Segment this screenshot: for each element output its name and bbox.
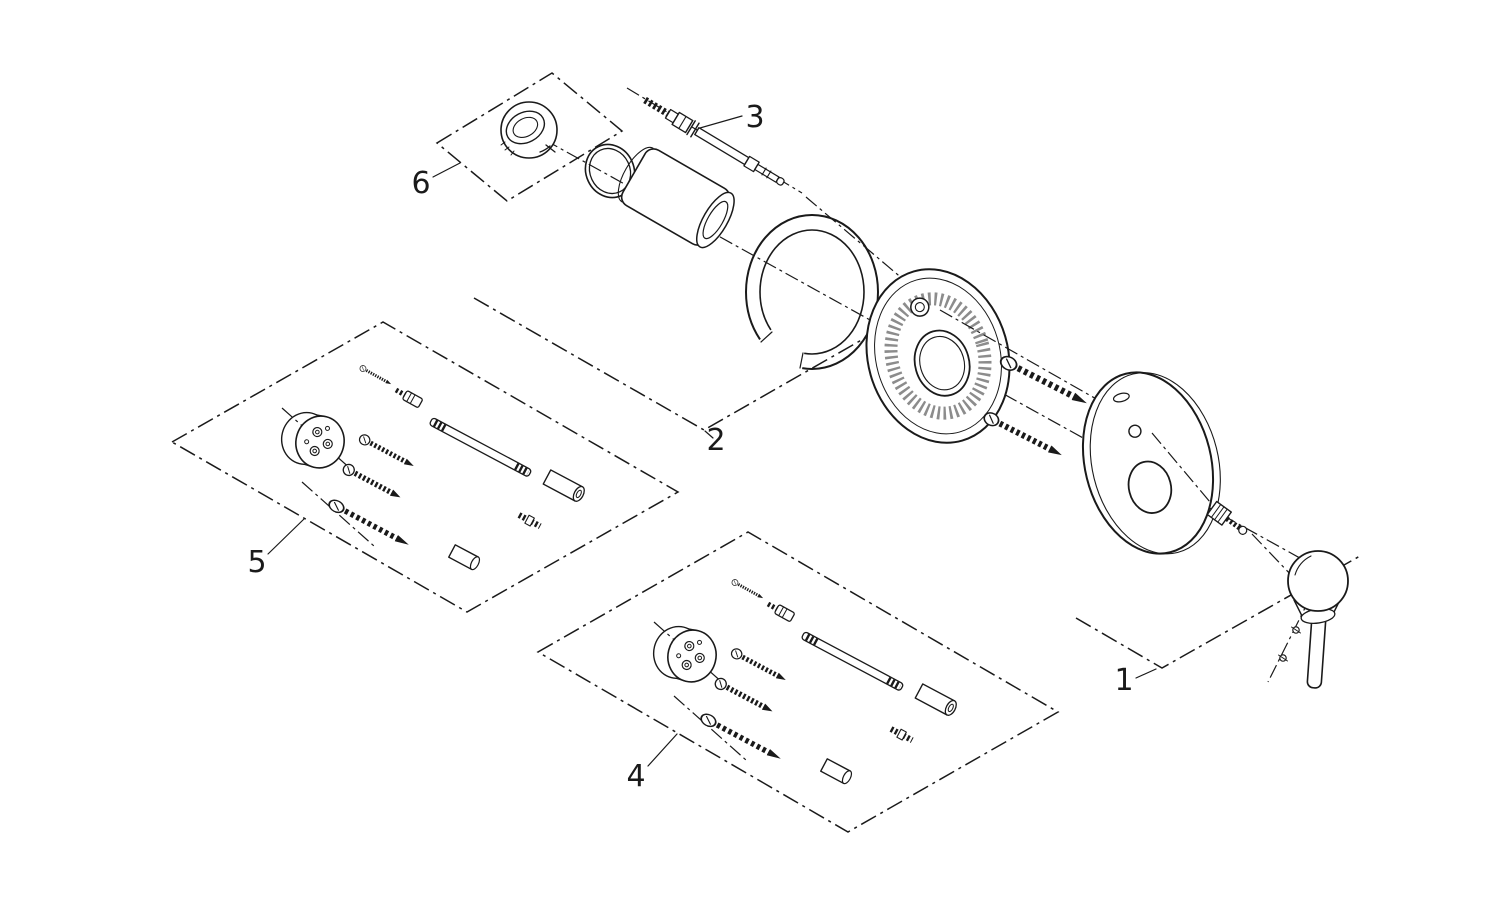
callout-4-label: 4 bbox=[626, 759, 645, 794]
group-4-box bbox=[536, 531, 1060, 833]
callouts: 1 2 3 4 5 6 bbox=[247, 100, 1157, 794]
knurled-screw bbox=[1206, 500, 1248, 535]
control-knob bbox=[500, 101, 558, 159]
group-6-box bbox=[435, 72, 624, 202]
callout-6-label: 6 bbox=[411, 166, 430, 201]
group-5-box bbox=[170, 321, 680, 613]
lever-handle bbox=[1287, 550, 1349, 689]
stop-ring bbox=[745, 214, 879, 370]
escutcheon bbox=[1081, 371, 1221, 555]
callout-1-label: 1 bbox=[1114, 663, 1133, 698]
callout-2-label: 2 bbox=[706, 423, 725, 458]
callout-4-leader bbox=[647, 733, 678, 767]
callout-1-leader bbox=[1135, 668, 1157, 679]
callout-2-leader bbox=[704, 430, 714, 439]
callout-5-leader bbox=[267, 518, 305, 555]
cartridge-spindle bbox=[643, 96, 785, 186]
set-screw bbox=[1278, 654, 1288, 662]
callout-5-label: 5 bbox=[247, 545, 266, 580]
callout-3-label: 3 bbox=[745, 100, 764, 135]
valve-mounting-plate bbox=[865, 268, 1011, 444]
handle-fastening-axes bbox=[1151, 432, 1311, 683]
callout-6-leader bbox=[432, 162, 461, 178]
set-screw bbox=[1291, 626, 1301, 634]
sleeve bbox=[617, 146, 735, 249]
screw-kit-4 bbox=[648, 578, 958, 785]
screw-kit-5 bbox=[276, 364, 586, 571]
callout-3-leader bbox=[699, 115, 743, 129]
